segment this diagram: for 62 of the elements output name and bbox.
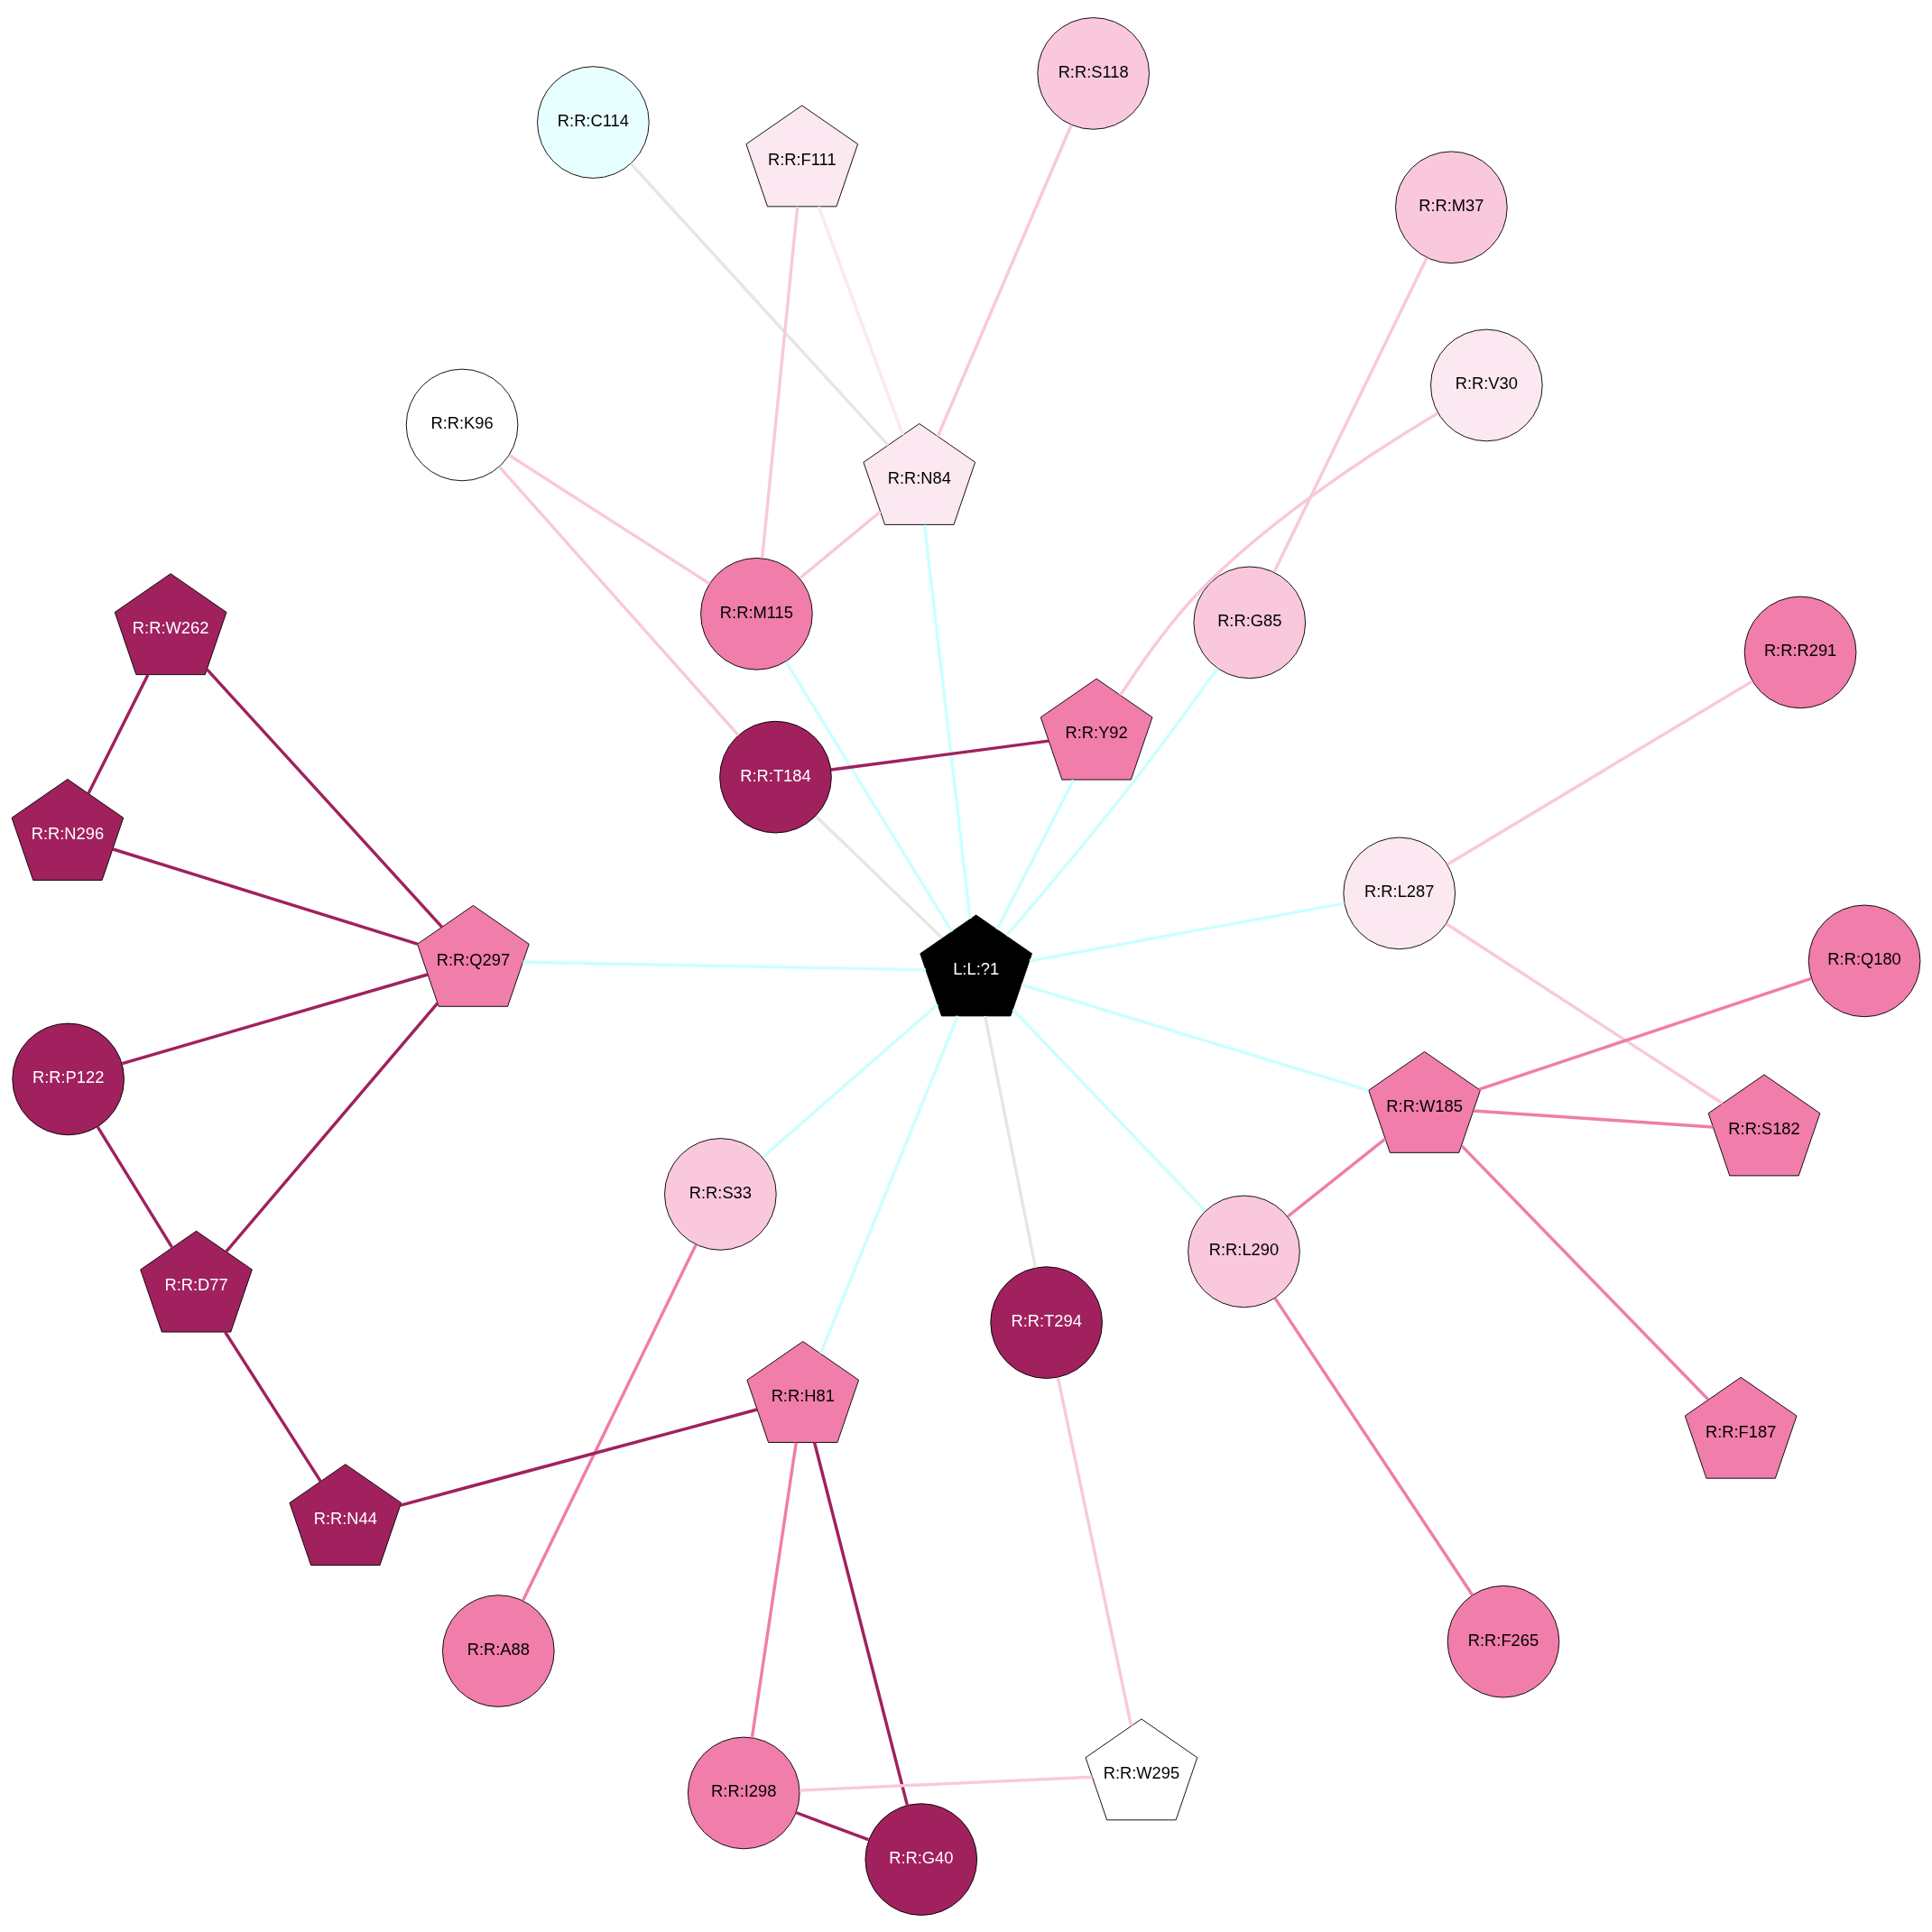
connector [1005,667,1219,937]
node-circle: R:R:V30 [1430,328,1543,441]
connector [1478,976,1812,1091]
node-circle: R:R:L287 [1343,837,1456,949]
connector [87,673,150,794]
node-circle: R:R:M37 [1395,151,1508,263]
connector [818,1014,959,1354]
node-circle: R:R:L290 [1188,1195,1300,1308]
connector [815,814,944,939]
connector [1029,901,1345,963]
node-circle: R:R:I298 [687,1736,800,1849]
connector [995,779,1075,930]
node-circle: R:R:C114 [537,65,650,179]
connector [112,846,419,946]
connector [400,1407,758,1507]
node-circle: R:R:T184 [719,720,832,833]
connector [750,1441,798,1738]
node-circle: R:R:M115 [700,557,813,670]
node-circle: R:R:R291 [1743,596,1857,708]
node-circle: R:R:F265 [1447,1585,1560,1697]
node-circle: R:R:G85 [1193,566,1307,679]
connector [206,668,444,928]
node-circle: R:R:S33 [664,1137,777,1251]
connector [1119,411,1439,696]
connector [96,1125,173,1248]
connector [224,1330,322,1482]
connector [795,1810,869,1841]
connector [799,1775,1093,1792]
connector [1272,256,1428,573]
node-circle: R:R:Q180 [1807,904,1921,1017]
connector [225,1002,439,1253]
connector [121,972,429,1065]
connector [1445,921,1724,1105]
node-circle: R:R:A88 [442,1594,555,1707]
connector [799,510,882,579]
connector [1021,983,1369,1092]
connector [1460,1144,1710,1400]
connector [1056,1376,1133,1726]
connector [984,1015,1038,1268]
connector [922,524,972,919]
connector [936,124,1073,437]
connector [1286,1137,1387,1218]
connector [1273,1297,1474,1595]
connector [817,205,905,436]
connector [830,738,1049,772]
connector [522,1243,698,1601]
node-circle: R:R:K96 [405,368,519,481]
connector [1012,1008,1206,1212]
connector [760,206,800,558]
connector [508,453,711,585]
node-circle: R:R:P122 [12,1022,125,1135]
connector [762,1003,939,1159]
connector [629,162,890,447]
connector [812,1441,910,1806]
connector [1447,679,1753,865]
node-circle: R:R:S118 [1037,16,1150,130]
connector [1473,1108,1714,1129]
connector [497,465,740,736]
node-circle: R:R:G40 [864,1802,978,1916]
node-circle: R:R:T294 [990,1265,1103,1379]
connector [784,660,954,932]
connector [522,960,926,971]
